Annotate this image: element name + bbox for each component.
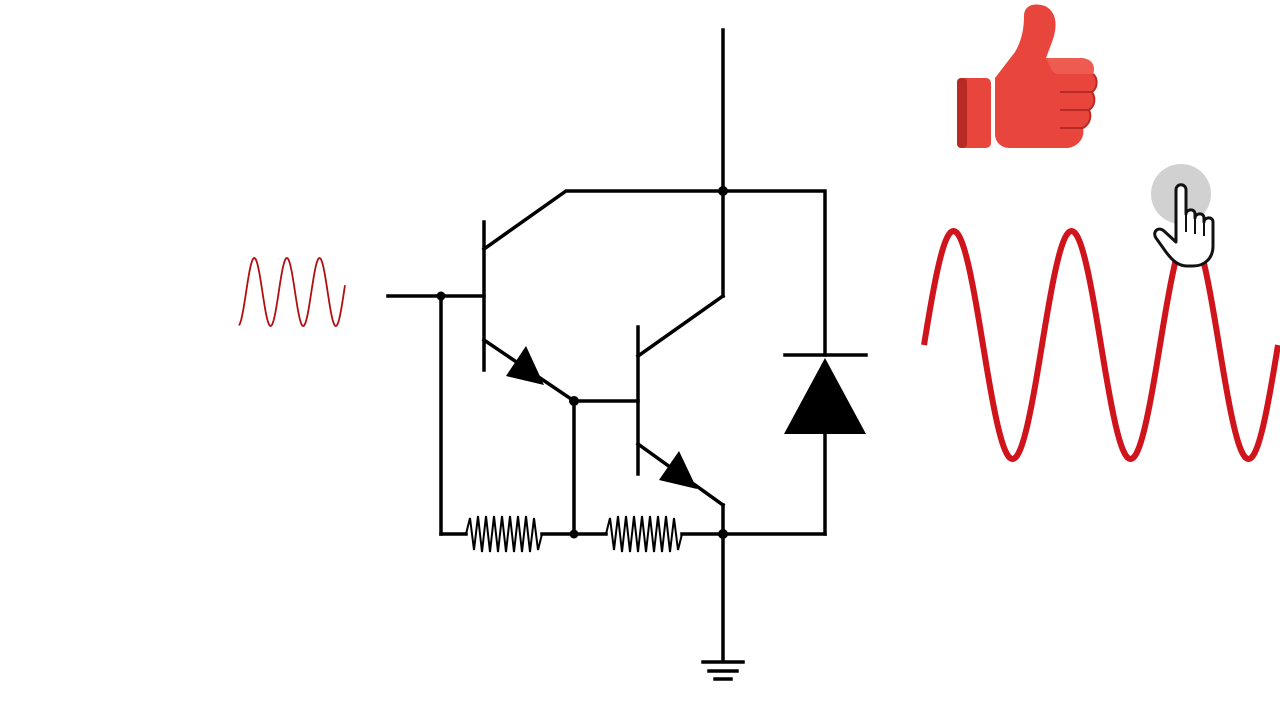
output-sine-wave: [921, 227, 1280, 463]
hand-pointer-icon: [1151, 164, 1215, 268]
darlington-circuit: [386, 28, 868, 681]
resistor-r1: [465, 515, 543, 553]
input-sine-wave: [238, 257, 346, 327]
ground-symbol: [701, 532, 745, 681]
q2-transistor: [635, 293, 726, 536]
top-rail-wire: [481, 189, 827, 357]
bottom-node-left: [569, 529, 579, 539]
q1-transistor: [481, 220, 577, 404]
diode-d1: [783, 353, 868, 536]
thumbs-up-icon[interactable]: [957, 4, 1098, 148]
q2-emitter-arrow: [659, 451, 697, 489]
q1-emitter-arrow: [506, 346, 544, 385]
top-node: [718, 186, 728, 196]
diode-triangle: [784, 358, 866, 434]
q2-collector-lead: [635, 293, 726, 359]
resistor-r2: [605, 515, 683, 553]
